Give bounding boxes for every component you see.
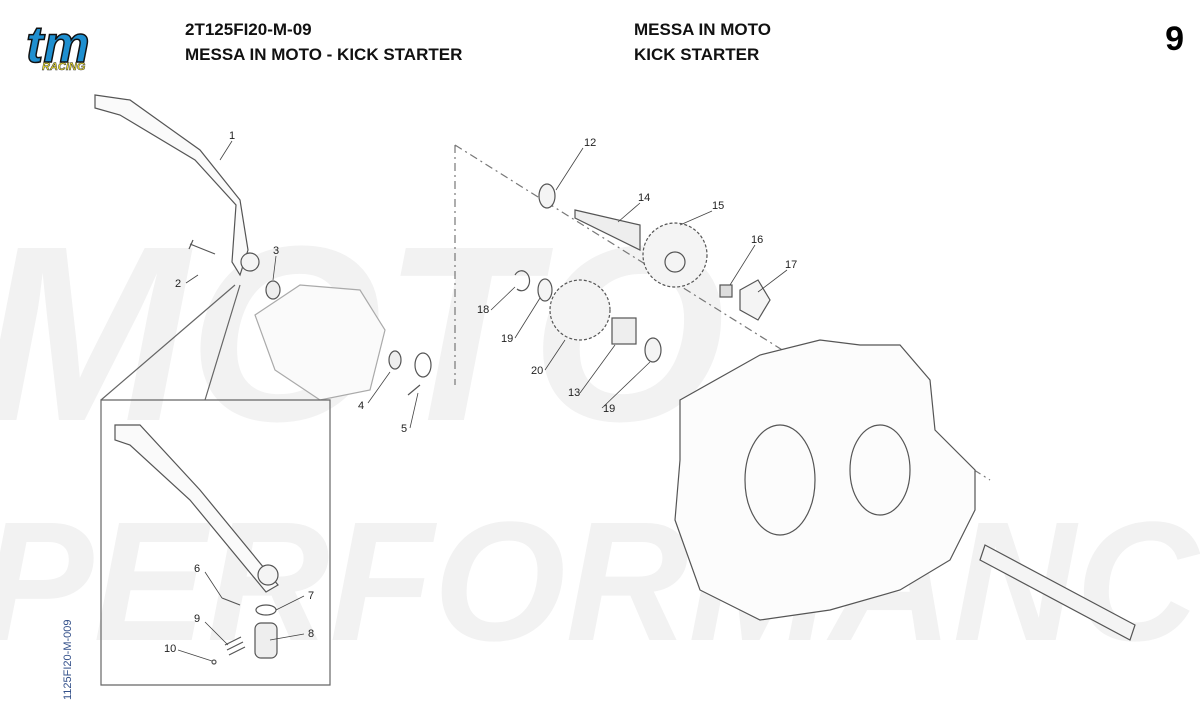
callout: 5 xyxy=(401,423,407,435)
callout: 17 xyxy=(785,259,797,271)
kick-gear xyxy=(642,222,708,288)
oil-seal xyxy=(265,280,281,300)
spring xyxy=(224,636,246,656)
ball xyxy=(211,659,217,665)
bolt xyxy=(188,239,216,255)
callout: 10 xyxy=(164,643,176,655)
svg-text:tm: tm xyxy=(26,16,90,74)
callout-labels: 1 2 3 4 5 6 7 8 9 10 12 13 14 15 16 17 1… xyxy=(164,130,797,655)
kick-lever xyxy=(94,94,249,277)
callout: 18 xyxy=(477,304,489,316)
needle-bearing xyxy=(611,317,637,345)
watermark-performance: PERFORMANCE xyxy=(0,487,1200,677)
crankcase xyxy=(674,339,976,621)
section-title: MESSA IN MOTO xyxy=(634,20,771,39)
washer xyxy=(388,350,402,370)
callout: 20 xyxy=(531,365,543,377)
thrust-washer xyxy=(538,183,556,209)
callout: 2 xyxy=(175,278,181,290)
callout: 16 xyxy=(751,234,763,246)
callout: 8 xyxy=(308,628,314,640)
callout: 9 xyxy=(194,613,200,625)
side-code: 1125FI20-M-009 xyxy=(62,619,74,700)
diagram-title: MESSA IN MOTO - KICK STARTER xyxy=(185,45,463,64)
washer xyxy=(537,278,553,302)
bolt xyxy=(221,597,241,606)
part-code: 2T125FI20-M-09 xyxy=(185,20,312,39)
callout: 19 xyxy=(501,333,513,345)
washer xyxy=(644,337,662,363)
callout: 19 xyxy=(603,403,615,415)
callout: 13 xyxy=(568,387,580,399)
callout: 6 xyxy=(194,563,200,575)
callout: 14 xyxy=(638,192,650,204)
countershaft xyxy=(979,544,1136,641)
kick-lever-detail xyxy=(114,424,279,593)
idler-gear xyxy=(549,279,611,341)
kick-spring xyxy=(407,352,432,396)
callout: 1 xyxy=(229,130,235,142)
callout: 4 xyxy=(358,400,364,412)
svg-text:RACING: RACING xyxy=(42,61,86,73)
callout: 12 xyxy=(584,137,596,149)
kick-shaft xyxy=(574,209,641,251)
circlip xyxy=(514,270,531,292)
stop-plate xyxy=(739,279,771,321)
tm-racing-logo: tm RACING xyxy=(25,15,90,75)
pivot-pin xyxy=(254,622,278,659)
callout: 7 xyxy=(308,590,314,602)
ratchet-stop xyxy=(719,284,733,298)
detail-box xyxy=(100,399,331,686)
section-subtitle: KICK STARTER xyxy=(634,45,760,64)
callout: 15 xyxy=(712,200,724,212)
page-number: 9 xyxy=(1165,20,1184,58)
callout: 3 xyxy=(273,245,279,257)
clutch-cover xyxy=(254,284,386,401)
